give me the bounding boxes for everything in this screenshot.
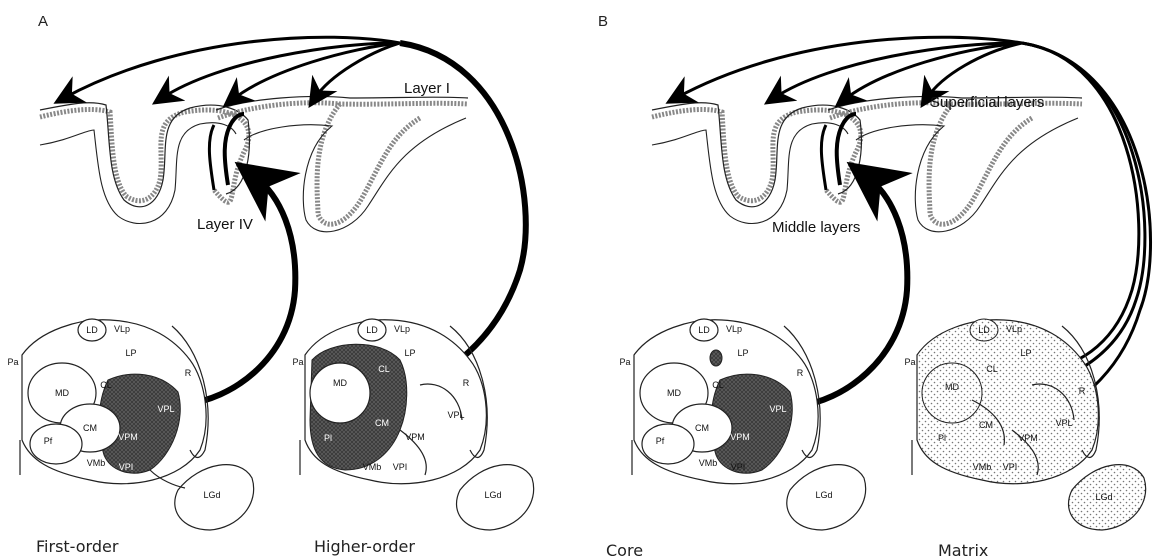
nucleus-pa-4: Pa [904, 357, 915, 367]
caption-matrix: Matrix [938, 541, 988, 559]
thalamus-higher-order: LD VLp LP Pa MD CL R VPL CM VPM Pl VMb V… [292, 319, 533, 530]
nucleus-lgd-4: LGd [1095, 492, 1112, 502]
caption-first-order: First-order [36, 537, 119, 556]
first-order-axon [185, 176, 295, 404]
nucleus-vpi-2: VPI [393, 462, 408, 472]
nucleus-cl-2: CL [378, 364, 390, 374]
nucleus-lp-4: LP [1020, 348, 1031, 358]
nucleus-pa-3: Pa [619, 357, 630, 367]
caption-core: Core [606, 541, 643, 559]
nucleus-vlp: VLp [114, 324, 130, 334]
nucleus-cm: CM [83, 423, 97, 433]
cortex-b [652, 97, 1082, 232]
nucleus-lp-3: LP [737, 348, 748, 358]
nucleus-vpl-3: VPL [769, 404, 786, 414]
nucleus-ld: LD [86, 325, 98, 335]
nucleus-r: R [185, 368, 192, 378]
upper-layer-label-a: Layer I [404, 80, 450, 97]
core-axon [797, 176, 907, 406]
nucleus-vmb-3: VMb [699, 458, 718, 468]
nucleus-vmb-4: VMb [973, 462, 992, 472]
nucleus-lp-2: LP [404, 348, 415, 358]
nucleus-r-2: R [463, 378, 470, 388]
nucleus-vpl-4: VPL [1055, 418, 1072, 428]
nucleus-r-3: R [797, 368, 804, 378]
nucleus-vpm: VPM [118, 432, 138, 442]
thalamus-first-order: LD VLp LP Pa MD CL R VPL CM VPM Pf VMb V… [7, 319, 253, 530]
nucleus-lgd-2: LGd [484, 490, 501, 500]
nucleus-vlp-4: VLp [1006, 324, 1022, 334]
nucleus-cl: CL [100, 380, 112, 390]
nucleus-cm-2: CM [375, 418, 389, 428]
nucleus-pa: Pa [7, 357, 18, 367]
nucleus-ld-4: LD [978, 325, 990, 335]
thalamus-core: LD VLp LP Pa MD CL R VPL CM VPM Pf VMb V… [619, 319, 865, 530]
nucleus-ld-2: LD [366, 325, 378, 335]
nucleus-md: MD [55, 388, 69, 398]
nucleus-md-4: MD [945, 382, 959, 392]
nucleus-cm-4: CM [979, 420, 993, 430]
nucleus-pa-2: Pa [292, 357, 303, 367]
arrow-b4 [927, 43, 1022, 98]
nucleus-cm-3: CM [695, 423, 709, 433]
nucleus-r-4: R [1079, 386, 1086, 396]
nucleus-pf-3: Pf [656, 436, 665, 446]
nucleus-vlp-2: VLp [394, 324, 410, 334]
nucleus-lgd: LGd [203, 490, 220, 500]
nucleus-pl-2: Pl [324, 433, 332, 443]
matrix-axon-1 [1022, 43, 1139, 368]
panel-b: B Superficial layers Middle layers [598, 13, 1151, 559]
nucleus-lgd-3: LGd [815, 490, 832, 500]
nucleus-vmb: VMb [87, 458, 106, 468]
nucleus-lp: LP [125, 348, 136, 358]
nucleus-vmb-2: VMb [363, 462, 382, 472]
nucleus-vpl: VPL [157, 404, 174, 414]
thalamus-matrix: LD VLp LP Pa MD CL R VPL CM VPM Pl VMb V… [904, 319, 1145, 530]
nucleus-vpi-4: VPI [1003, 462, 1018, 472]
nucleus-vlp-3: VLp [726, 324, 742, 334]
nucleus-pf: Pf [44, 436, 53, 446]
lower-layer-label-b: Middle layers [772, 219, 860, 236]
panel-a: A Layer I Layer IV [7, 13, 533, 556]
nucleus-ld-3: LD [698, 325, 710, 335]
cortex-a [40, 97, 468, 232]
nucleus-cl-4: CL [986, 364, 998, 374]
nucleus-vpm-2: VPM [405, 432, 425, 442]
panel-letter-b: B [598, 13, 608, 30]
nucleus-pl-4: Pl [938, 433, 946, 443]
upper-layer-label-b: Superficial layers [930, 94, 1044, 111]
nucleus-cl-3: CL [712, 380, 724, 390]
lower-layer-label-a: Layer IV [197, 216, 253, 233]
panel-letter-a: A [38, 13, 48, 30]
caption-higher-order: Higher-order [314, 537, 415, 556]
nucleus-vpl-2: VPL [447, 410, 464, 420]
nucleus-vpi: VPI [119, 462, 134, 472]
nucleus-md-3: MD [667, 388, 681, 398]
nucleus-md-2: MD [333, 378, 347, 388]
nucleus-vpm-4: VPM [1018, 433, 1038, 443]
nucleus-vpi-3: VPI [731, 462, 746, 472]
nucleus-vpm-3: VPM [730, 432, 750, 442]
